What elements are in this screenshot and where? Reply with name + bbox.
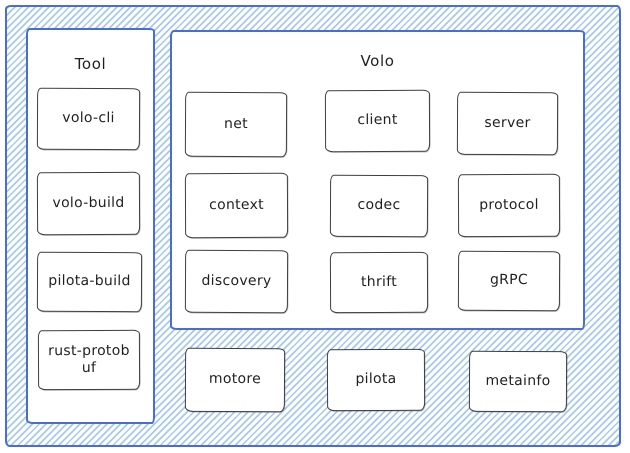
node-motore: motore xyxy=(184,347,286,413)
volo-group-title: Volo xyxy=(360,52,395,70)
node-context: context xyxy=(184,172,289,239)
node-label: rust-protobuf xyxy=(48,342,130,377)
node-volo-cli: volo-cli xyxy=(36,87,141,151)
node-label: codec xyxy=(357,197,401,214)
node-label: server xyxy=(484,114,531,131)
node-label: context xyxy=(209,196,264,213)
node-label: volo-cli xyxy=(62,110,115,127)
node-label: pilota-build xyxy=(48,273,131,290)
node-label: motore xyxy=(208,371,262,388)
node-volo-build: volo-build xyxy=(36,171,141,236)
node-protocol: protocol xyxy=(457,173,561,238)
volo-group: Volo net client server context codec pro… xyxy=(170,30,585,330)
node-label: metainfo xyxy=(485,372,551,389)
node-pilota: pilota xyxy=(326,348,426,412)
node-grpc: gRPC xyxy=(457,250,561,312)
node-metainfo: metainfo xyxy=(468,350,568,413)
node-label: discovery xyxy=(201,272,272,289)
node-thrift: thrift xyxy=(329,251,429,314)
node-label: pilota xyxy=(355,371,397,388)
node-label: gRPC xyxy=(489,272,529,289)
node-label: protocol xyxy=(479,196,539,213)
node-codec: codec xyxy=(329,174,429,238)
node-rust-protobuf: rust-protobuf xyxy=(37,329,141,391)
node-label: client xyxy=(357,112,398,129)
node-client: client xyxy=(324,89,431,153)
node-net: net xyxy=(184,91,288,158)
tool-group-title: Tool xyxy=(74,55,107,73)
node-label: thrift xyxy=(360,273,398,290)
node-pilota-build: pilota-build xyxy=(36,251,143,313)
node-label: volo-build xyxy=(52,194,125,211)
node-label: net xyxy=(224,115,248,132)
tool-group: Tool volo-cli volo-build pilota-build ru… xyxy=(26,28,155,424)
node-discovery: discovery xyxy=(184,249,289,314)
node-server: server xyxy=(456,91,559,156)
